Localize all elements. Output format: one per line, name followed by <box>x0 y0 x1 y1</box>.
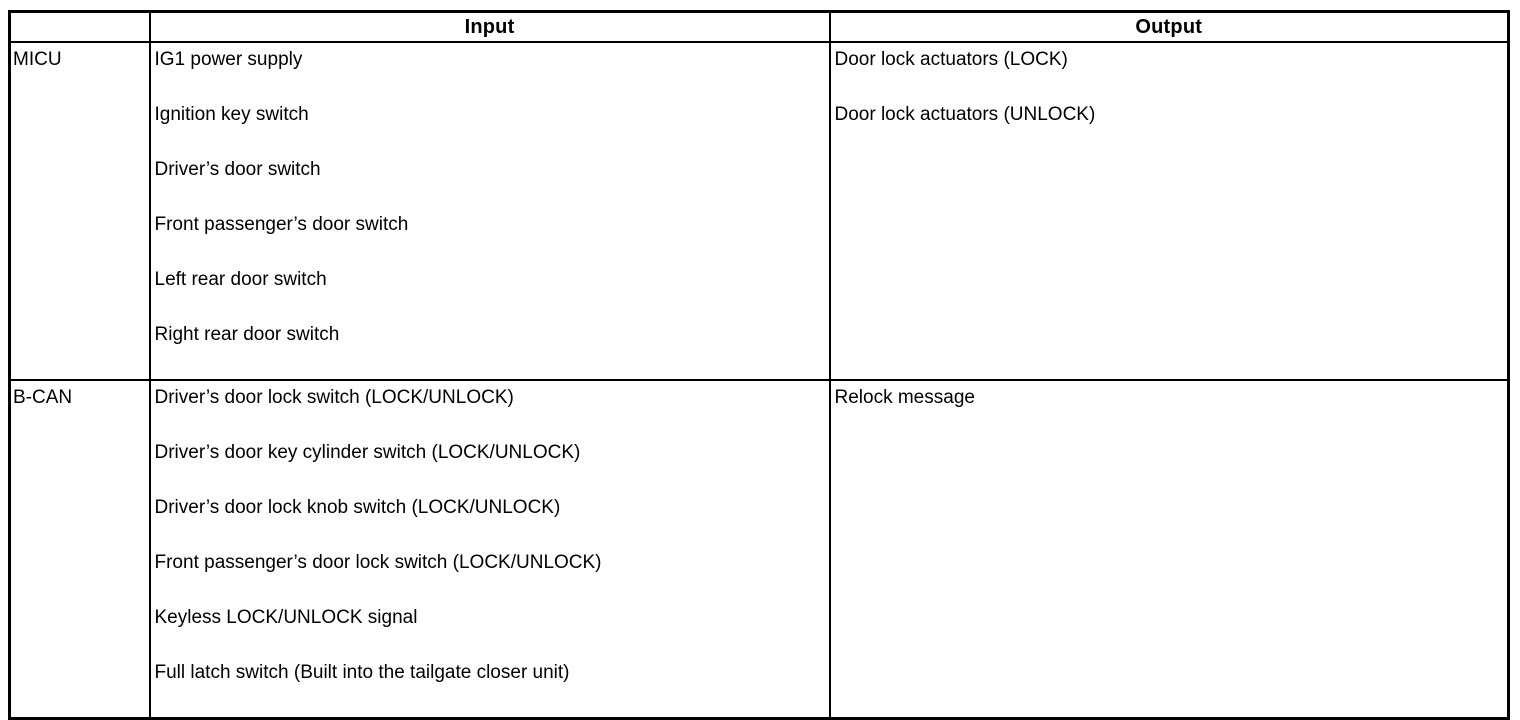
output-item: Relock message <box>834 387 975 408</box>
input-item: IG1 power supply <box>154 49 303 70</box>
input-item: Driver’s door switch <box>154 159 321 180</box>
micu-outputs-list: Door lock actuators (LOCK) Door lock act… <box>831 43 1508 159</box>
output-item: Door lock actuators (LOCK) <box>834 49 1068 70</box>
bcan-outputs-cell: Relock message <box>828 379 1510 720</box>
micu-outputs-cell: Door lock actuators (LOCK) Door lock act… <box>828 41 1510 381</box>
table-header-row: Input Output <box>8 10 1510 43</box>
input-item: Driver’s door key cylinder switch (LOCK/… <box>154 442 581 463</box>
micu-inputs-list: IG1 power supply Ignition key switch Dri… <box>151 43 829 379</box>
row-label-cell-micu: MICU <box>8 41 151 381</box>
table-row-bcan: B-CAN Driver’s door lock switch (LOCK/UN… <box>8 379 1510 720</box>
input-item: Front passenger’s door switch <box>154 214 409 235</box>
row-label-bcan: B-CAN <box>13 387 73 408</box>
table-row-micu: MICU IG1 power supply Ignition key switc… <box>8 41 1510 381</box>
row-label-micu: MICU <box>13 49 62 70</box>
micu-inputs-cell: IG1 power supply Ignition key switch Dri… <box>148 41 831 381</box>
input-item: Right rear door switch <box>154 324 340 345</box>
input-item: Front passenger’s door lock switch (LOCK… <box>154 552 602 573</box>
input-item: Full latch switch (Built into the tailga… <box>154 662 570 683</box>
input-output-table: Input Output MICU IG1 power supply Ignit… <box>8 10 1510 720</box>
bcan-inputs-list: Driver’s door lock switch (LOCK/UNLOCK) … <box>151 381 829 717</box>
header-input-cell: Input <box>148 10 831 43</box>
input-item: Driver’s door lock switch (LOCK/UNLOCK) <box>154 387 514 408</box>
input-item: Keyless LOCK/UNLOCK signal <box>154 607 418 628</box>
input-item: Ignition key switch <box>154 104 309 125</box>
input-item: Left rear door switch <box>154 269 327 290</box>
bcan-inputs-cell: Driver’s door lock switch (LOCK/UNLOCK) … <box>148 379 831 720</box>
document-page: { "table": { "header": { "source_label":… <box>8 10 1510 720</box>
input-item: Driver’s door lock knob switch (LOCK/UNL… <box>154 497 561 518</box>
header-output-cell: Output <box>828 10 1510 43</box>
header-source-cell <box>8 10 151 43</box>
bcan-outputs-list: Relock message <box>831 381 1508 442</box>
row-label-cell-bcan: B-CAN <box>8 379 151 720</box>
output-item: Door lock actuators (UNLOCK) <box>834 104 1096 125</box>
